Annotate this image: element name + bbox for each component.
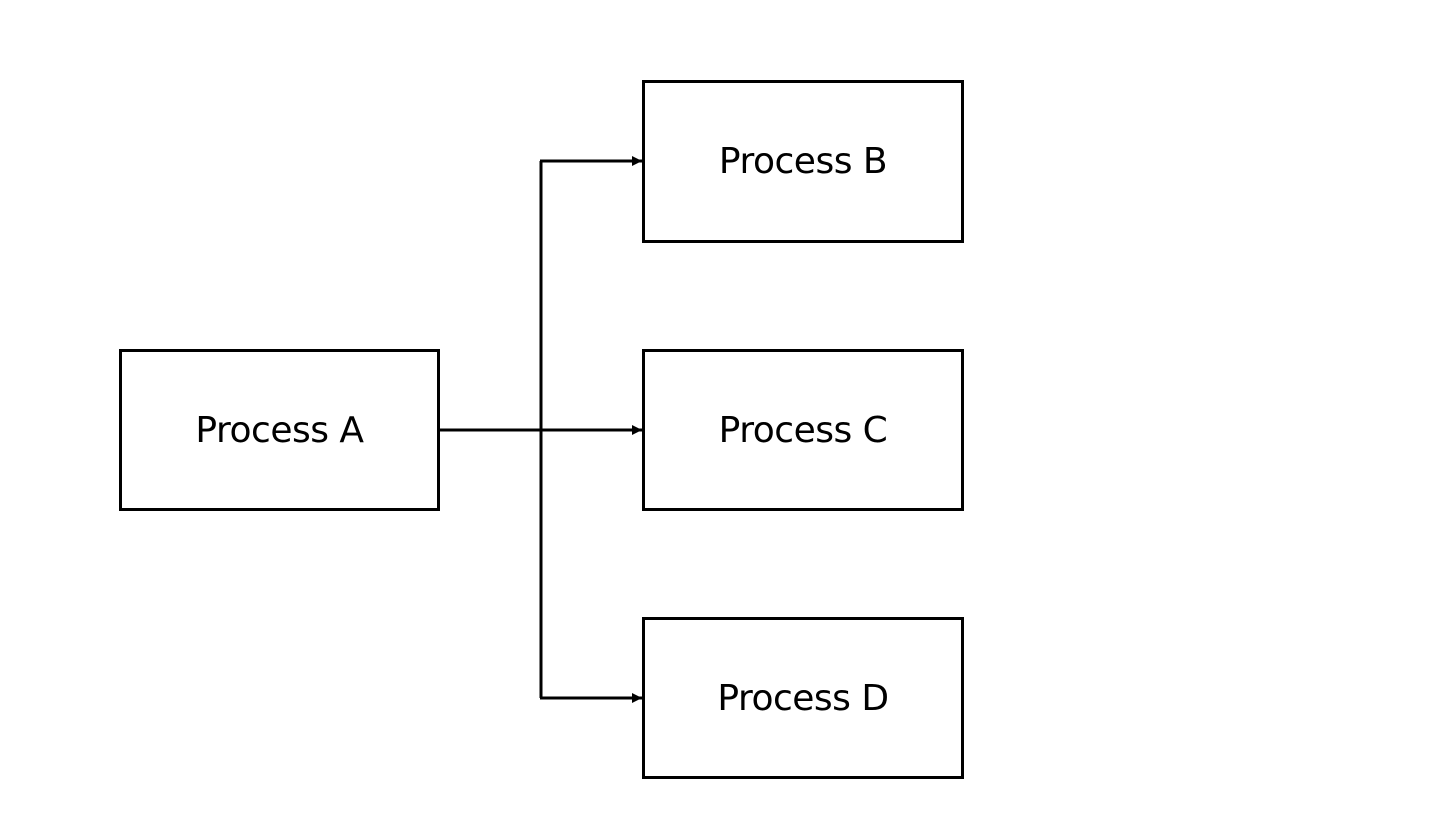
process-a-label: Process A	[195, 409, 364, 451]
process-c-box: Process C	[642, 349, 964, 511]
process-c-label: Process C	[718, 409, 888, 451]
process-b-label: Process B	[718, 141, 888, 182]
process-d-label: Process D	[717, 677, 889, 719]
process-d-box: Process D	[642, 617, 964, 779]
process-a-box: Process A	[119, 349, 440, 511]
process-b-box: Process B	[642, 80, 964, 243]
